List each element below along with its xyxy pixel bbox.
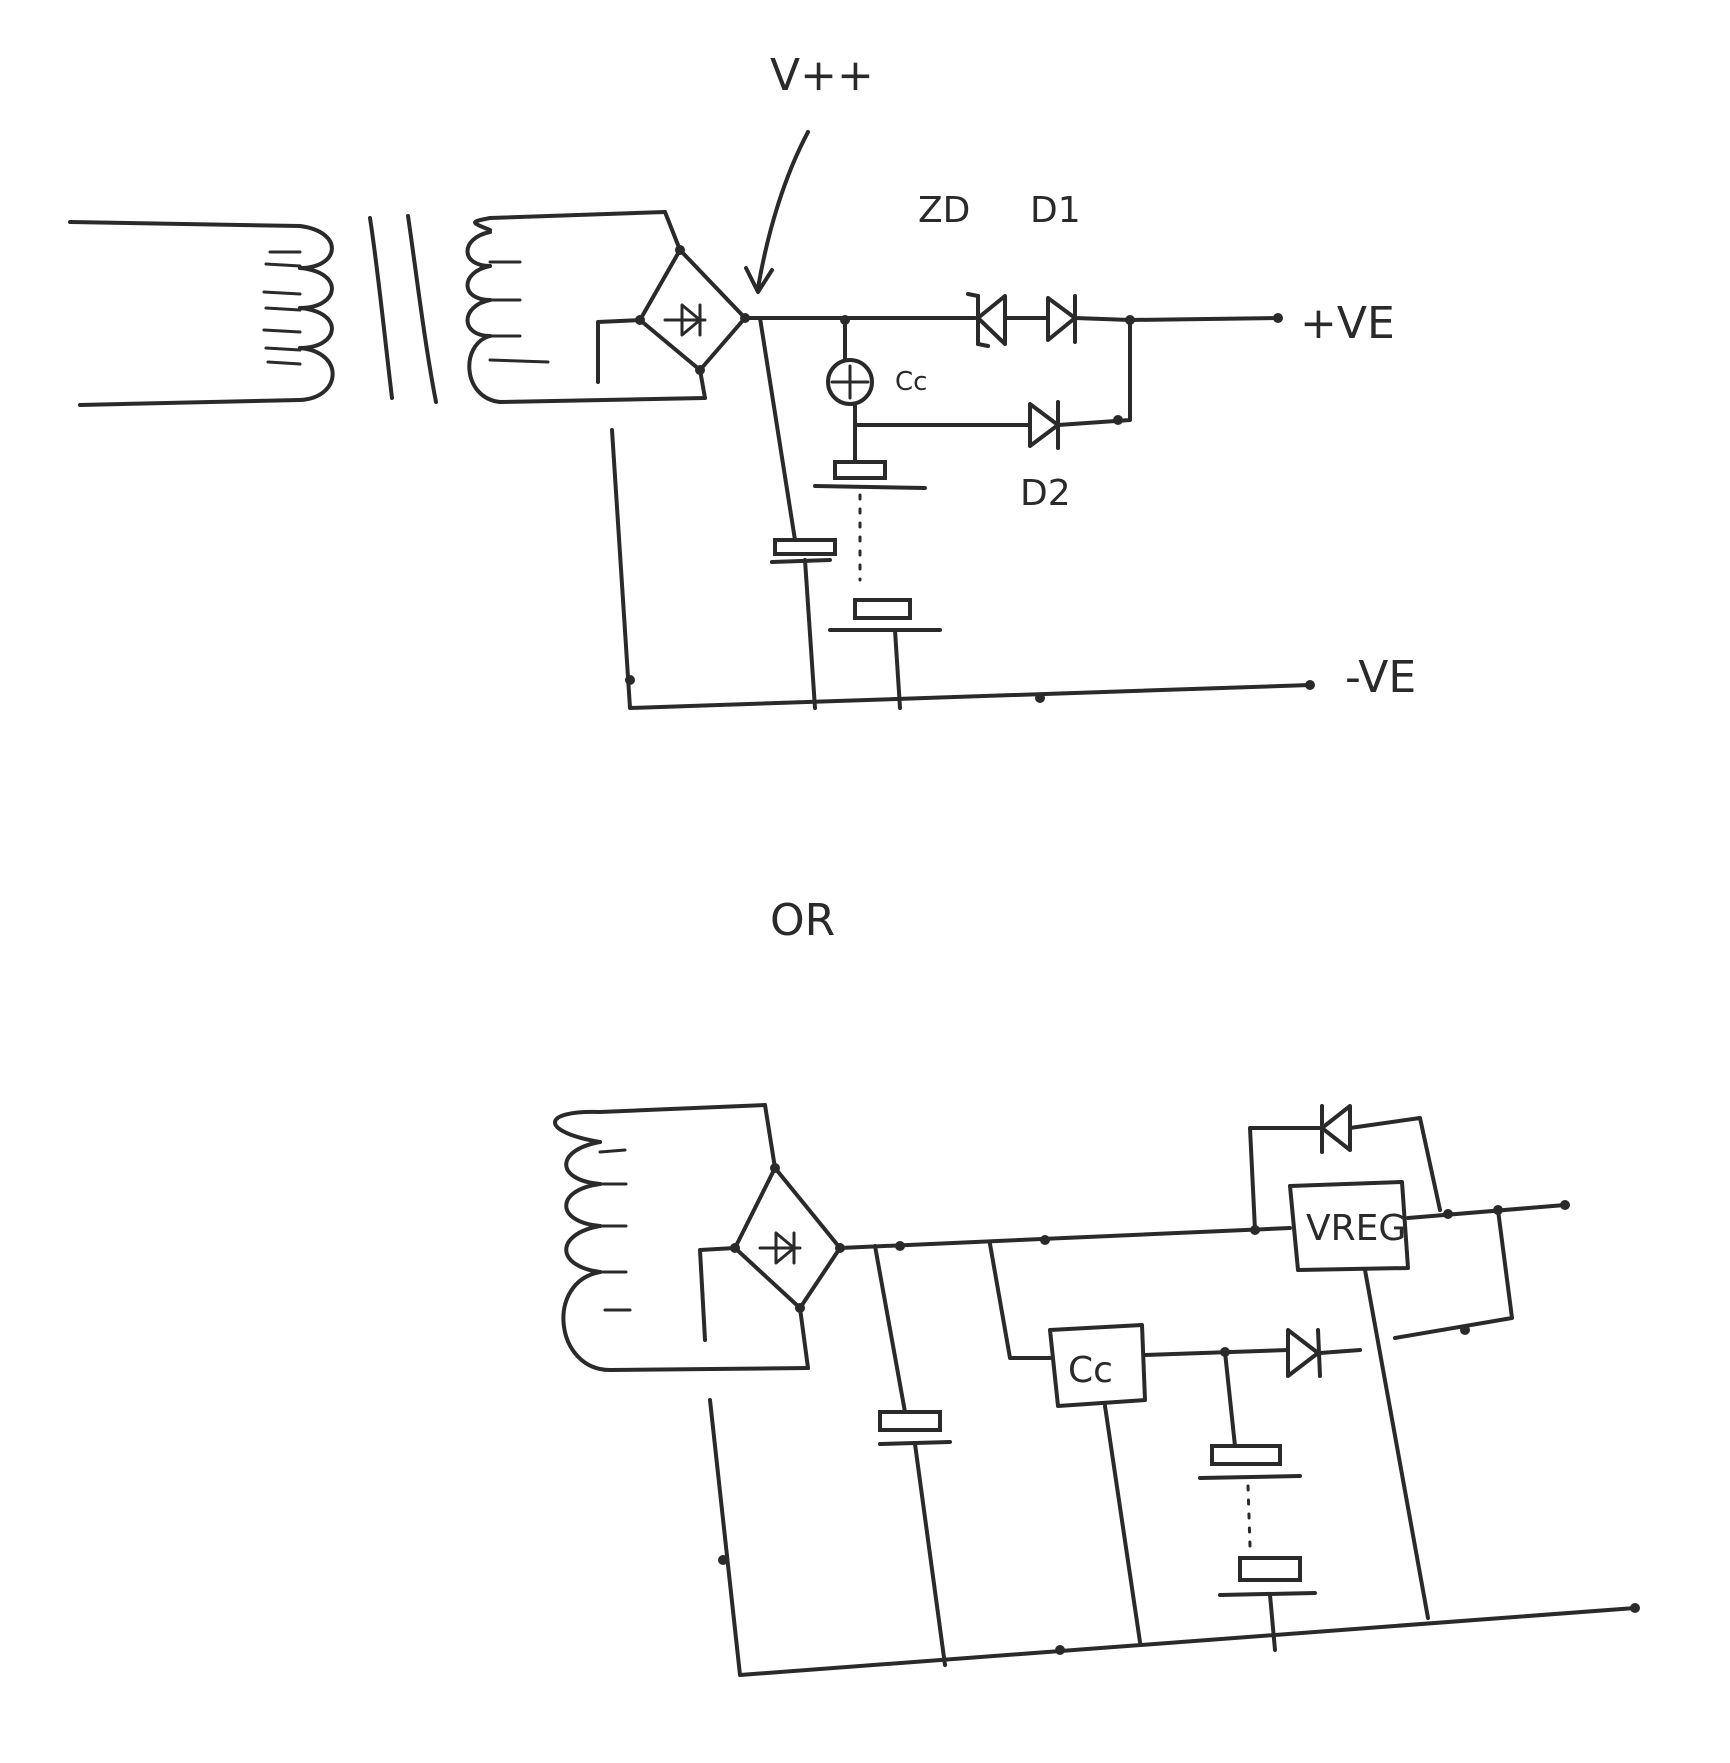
negative-output-label: -VE xyxy=(1345,652,1416,703)
secondary-coil-bottom xyxy=(553,1103,810,1372)
charging-diode xyxy=(1286,1328,1362,1378)
vpp-pointer-arrow xyxy=(744,130,810,294)
bridge-rectifier xyxy=(596,210,750,400)
cc-box-label: Cc xyxy=(1068,1350,1113,1391)
positive-output-wire xyxy=(1128,316,1280,322)
rail-to-regulator-wire xyxy=(838,1226,1292,1250)
d2-label: D2 xyxy=(1020,473,1071,514)
bridge-rectifier-bottom xyxy=(698,1103,845,1370)
battery-stack xyxy=(813,460,942,710)
or-separator-label: OR xyxy=(770,895,835,946)
vpp-label: V++ xyxy=(770,50,874,101)
negative-rail-wire xyxy=(610,428,1312,710)
vreg-label: VREG xyxy=(1306,1208,1406,1249)
battery-stack-bottom xyxy=(1198,1350,1317,1652)
feedback-loop-wire xyxy=(1393,1208,1514,1340)
transformer-secondary-coil xyxy=(465,210,707,404)
cc-current-source-block: Cc xyxy=(988,1242,1290,1644)
regulated-output-wire xyxy=(1406,1203,1567,1220)
reservoir-capacitor xyxy=(758,316,837,710)
top-circuit: V++ ZD D1 D2 xyxy=(68,50,1416,710)
transformer-core xyxy=(368,214,438,404)
zener-diode xyxy=(943,292,1037,348)
diode-d1 xyxy=(1033,294,1135,344)
cc-label: Cc xyxy=(895,367,927,397)
d1-label: D1 xyxy=(1030,190,1081,231)
reservoir-capacitor-bottom xyxy=(873,1244,952,1667)
zd-label: ZD xyxy=(918,190,970,231)
vreg-block: VREG xyxy=(1288,1180,1430,1620)
current-source-cc xyxy=(826,315,874,464)
diode-d2 xyxy=(853,318,1132,450)
bottom-circuit: VREG Cc xyxy=(553,1103,1640,1677)
transformer-primary-coil xyxy=(68,220,335,407)
regulator-bypass-diode xyxy=(1248,1104,1442,1232)
positive-output-label: +VE xyxy=(1300,298,1395,349)
ground-rail-bottom xyxy=(708,1398,1637,1677)
